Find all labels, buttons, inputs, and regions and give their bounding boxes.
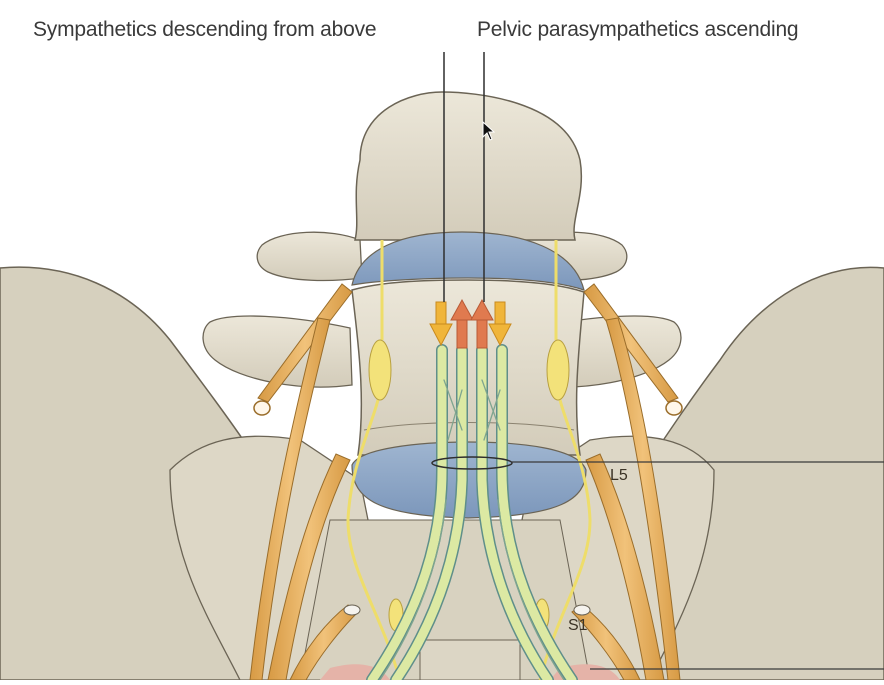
superior-hypogastric-plexus [366,344,578,685]
right-l4-ramus-cut-end [665,400,683,416]
l4-left-transverse-process [256,231,363,282]
right-l4-ventral-ramus [583,283,679,403]
left-sympathetic-ganglion [368,339,392,401]
parasympathetic-arrow-left-icon [450,298,474,349]
left-l4-ventral-ramus [257,283,353,403]
left-sympathetic-trunk [346,240,402,681]
right-sympathetic-ganglion [546,339,570,401]
parasympathetics-label: Pelvic parasympathetics ascending [477,18,799,41]
left-s1-foramen [343,604,361,616]
s1-label: S1 [568,617,588,634]
sympathetic-arrow-right-icon [488,301,512,347]
right-sympathetic-trunk [538,240,592,681]
parasympathetic-arrow-right-icon [470,298,494,349]
l4-vertebral-body [354,91,583,241]
l5-s1-intervertebral-disc [351,441,587,519]
mouse-cursor-icon [482,121,496,141]
sacral-segment [419,639,521,681]
l5-label: L5 [610,467,628,484]
plexus-ring-marker [431,456,513,470]
right-s1-foramen [573,604,591,616]
sympathetic-arrow-left-icon [429,301,453,347]
l4-l5-intervertebral-disc [351,231,585,291]
left-l4-ramus-cut-end [253,400,271,416]
l5-body-ridge [363,422,575,431]
sympathetics-label: Sympathetics descending from above [33,18,377,41]
